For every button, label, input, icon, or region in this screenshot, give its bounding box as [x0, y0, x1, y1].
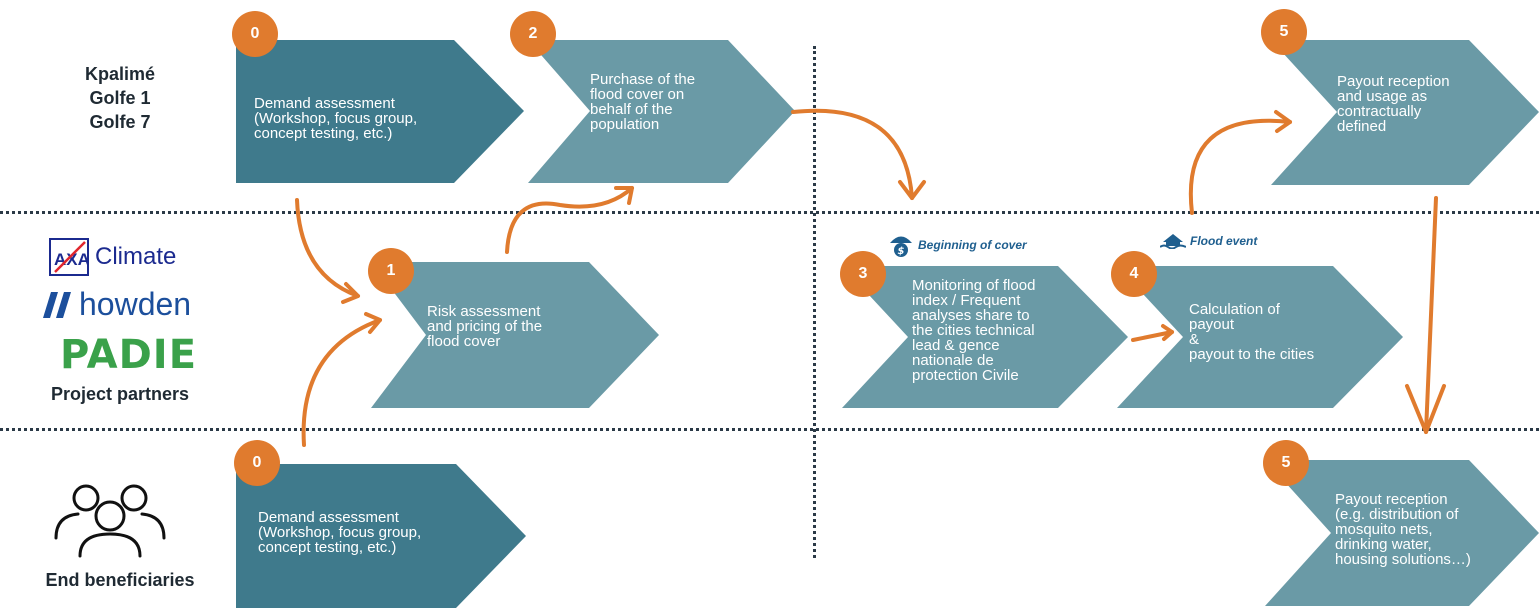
badge-step-0-bottom: 0: [234, 440, 280, 486]
step-2-text: Purchase of the flood cover on behalf of…: [590, 71, 696, 133]
axa-climate-text: Climate: [95, 243, 177, 270]
beginning-of-cover-text: Beginning of cover: [918, 238, 1027, 252]
lane-separator-top: [0, 211, 1539, 214]
axa-mark-icon: AXA: [49, 238, 90, 276]
step-4: Calculation of payout & payout to the ci…: [1117, 266, 1403, 408]
lane-label-partners: Project partners: [50, 384, 190, 404]
step-1: Risk assessment and pricing of the flood…: [371, 262, 659, 408]
step-5-top-text: Payout reception and usage as contractua…: [1337, 73, 1450, 135]
lane-label-cities: Kpalimé Golfe 1 Golfe 7: [84, 64, 156, 132]
people-group-icon: [54, 484, 166, 558]
arrow-1-to-2: [505, 186, 634, 254]
padie-logo: PADIE: [60, 332, 198, 378]
howden-text: howden: [79, 286, 192, 322]
arrow-4-to-5top-head: [1274, 110, 1292, 133]
phase-separator: [813, 46, 816, 558]
step-4-text: Calculation of payout & payout to the ci…: [1189, 301, 1315, 363]
arrow-0-to-1-head: [341, 282, 360, 304]
step-2: Purchase of the flood cover on behalf of…: [528, 40, 795, 183]
badge-step-1: 1: [368, 248, 414, 294]
step-1-text: Risk assessment and pricing of the flood…: [427, 303, 543, 350]
arrow-2-to-3: [791, 108, 914, 200]
badge-step-3: 3: [840, 251, 886, 297]
lane-separator-bottom: [0, 428, 1539, 431]
step-0-top-text: Demand assessment (Workshop, focus group…: [254, 95, 418, 142]
arrow-2-to-3-head: [898, 180, 926, 200]
step-5-bottom: Payout reception (e.g. distribution of m…: [1265, 460, 1539, 606]
step-5-top: Payout reception and usage as contractua…: [1271, 40, 1539, 185]
step-3: Monitoring of flood index / Frequent ana…: [842, 266, 1128, 408]
step-0-bottom: Demand assessment (Workshop, focus group…: [236, 464, 526, 608]
step-0-top: Demand assessment (Workshop, focus group…: [236, 40, 524, 183]
arrow-5top-to-5bottom: [1424, 196, 1438, 434]
axa-climate-logo: AXA Climate: [49, 238, 176, 276]
badge-step-0-top: 0: [232, 11, 278, 57]
badge-step-5-top: 5: [1261, 9, 1307, 55]
umbrella-money-icon: $: [890, 236, 912, 257]
badge-step-5-bottom: 5: [1263, 440, 1309, 486]
step-0-bottom-text: Demand assessment (Workshop, focus group…: [258, 509, 422, 556]
arrow-3-to-4: [1131, 330, 1174, 342]
arrow-0bottom-to-1: [301, 318, 382, 447]
arrow-0bottom-to-1-head: [364, 312, 382, 334]
arrow-3-to-4-head: [1161, 324, 1174, 341]
svg-text:$: $: [898, 246, 905, 257]
howden-slashes-icon: [43, 291, 71, 318]
arrow-1-to-2-head: [614, 186, 634, 205]
badge-step-2: 2: [510, 11, 556, 57]
flood-house-icon: [1160, 234, 1186, 249]
howden-logo: howden: [43, 286, 191, 323]
badge-step-4: 4: [1111, 251, 1157, 297]
arrow-5top-to-5bottom-head: [1405, 384, 1446, 434]
beginning-of-cover-marker: $ Beginning of cover: [888, 232, 1027, 258]
step-3-text: Monitoring of flood index / Frequent ana…: [912, 277, 1036, 384]
arrow-0-to-1: [295, 198, 360, 298]
arrow-4-to-5top: [1188, 118, 1292, 215]
step-5-bottom-text: Payout reception (e.g. distribution of m…: [1335, 491, 1471, 568]
lane-label-beneficiaries: End beneficiaries: [45, 570, 195, 590]
flood-event-text: Flood event: [1190, 234, 1258, 248]
flood-event-marker: Flood event: [1160, 233, 1257, 249]
